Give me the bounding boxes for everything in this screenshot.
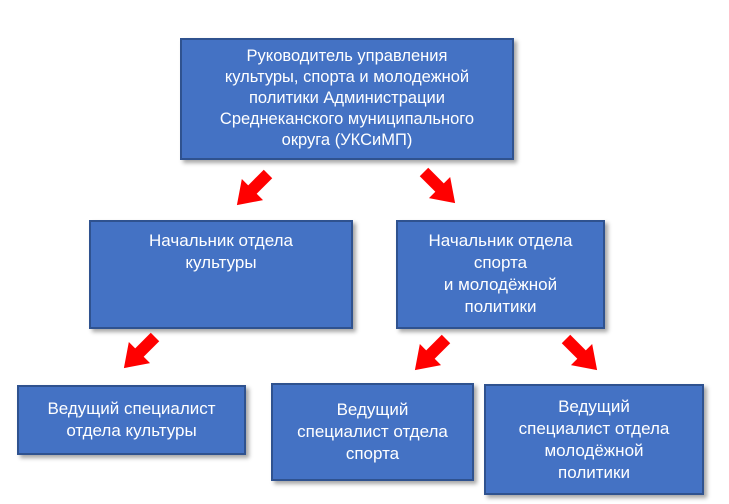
culture-specialist-box: Ведущий специалист отдела культуры bbox=[17, 385, 246, 455]
head-box: Руководитель управления культуры, спорта… bbox=[180, 38, 514, 160]
youth-specialist-box: Ведущий специалист отдела молодёжной пол… bbox=[484, 384, 704, 495]
arrow-sport-to-youth-specialist-icon bbox=[555, 328, 608, 381]
arrow-sport-to-sport-specialist-icon bbox=[404, 328, 457, 381]
youth-specialist-label: Ведущий специалист отдела молодёжной пол… bbox=[518, 396, 670, 482]
arrow-head-to-culture-icon bbox=[226, 163, 279, 216]
sport-youth-department-box: Начальник отдела спорта и молодёжной пол… bbox=[396, 220, 605, 329]
head-label: Руководитель управления культуры, спорта… bbox=[219, 47, 475, 149]
arrow-culture-to-specialist-icon bbox=[113, 326, 166, 379]
sport-specialist-box: Ведущий специалист отдела спорта bbox=[271, 383, 474, 481]
culture-department-box: Начальник отдела культуры bbox=[89, 220, 353, 329]
sport-specialist-label: Ведущий специалист отдела спорта bbox=[297, 400, 448, 463]
culture-department-label: Начальник отдела культуры bbox=[149, 231, 293, 272]
arrow-head-to-sport-icon bbox=[413, 161, 466, 214]
culture-specialist-label: Ведущий специалист отдела культуры bbox=[47, 399, 216, 440]
sport-youth-department-label: Начальник отдела спорта и молодёжной пол… bbox=[428, 231, 573, 316]
